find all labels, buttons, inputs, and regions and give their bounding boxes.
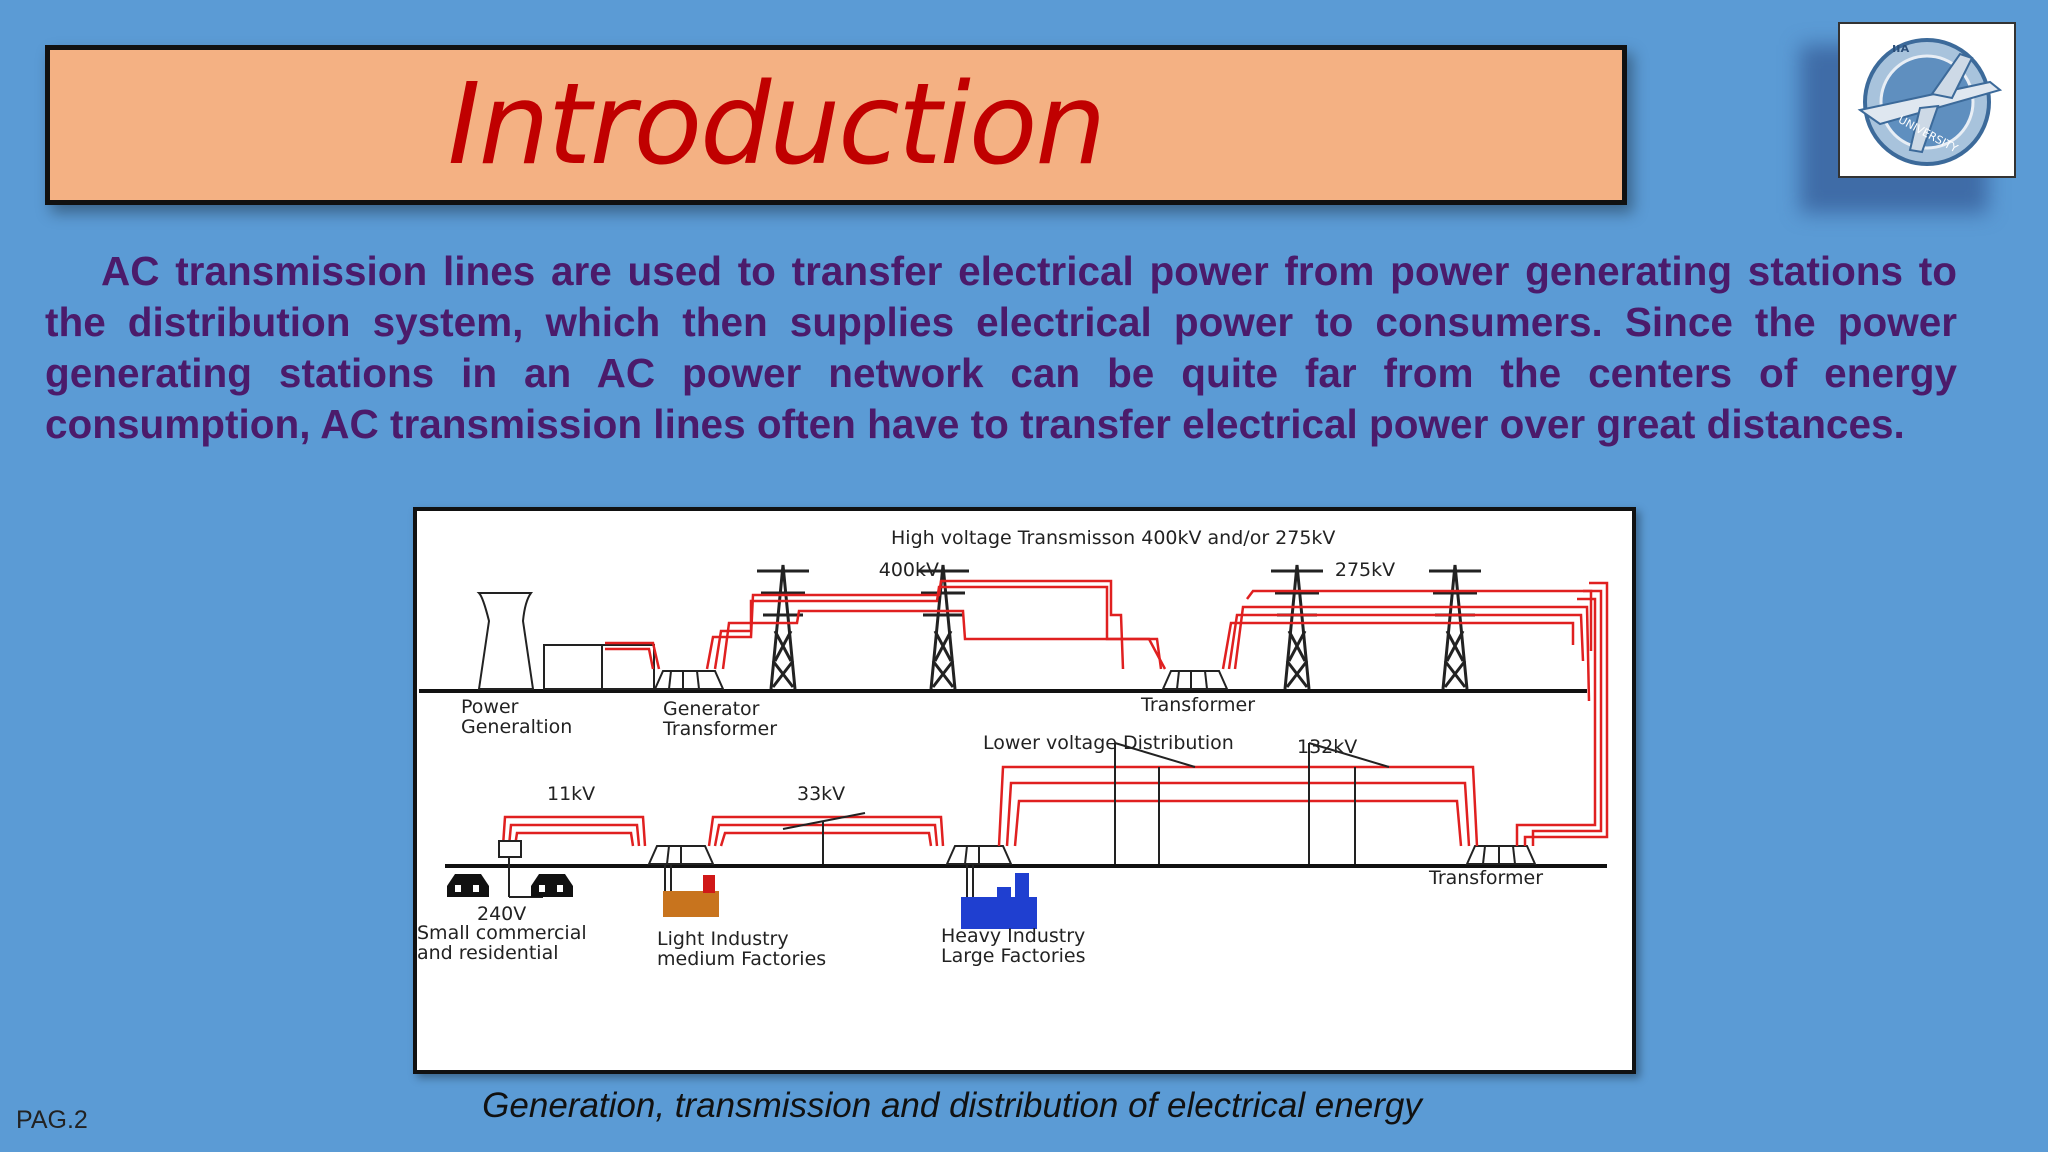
pylon-275kv-1-icon (1271, 564, 1323, 690)
pylon-275kv-2-icon (1429, 564, 1481, 690)
light-factory-icon (663, 864, 719, 917)
label-small-commercial-2: and residential (417, 942, 559, 964)
transformer-bottom-icon (1465, 845, 1537, 865)
label-small-commercial-1: Small commercial (417, 922, 587, 944)
label-power-gen-2: Generaltion (461, 716, 572, 738)
university-logo: ᴵᴵᴬ UNIVERSITY (1838, 22, 2016, 178)
transformer-top-icon (1161, 670, 1229, 690)
slide-title: Introduction (447, 60, 1107, 190)
pylon-400kv-2-icon (917, 564, 969, 690)
label-400kv: 400kV (879, 559, 939, 581)
generator-transformer-icon (653, 670, 725, 690)
substation-33kv-icon (945, 845, 1013, 865)
label-gen-transformer-1: Generator (663, 698, 760, 720)
distribution-poles-132kv (1114, 742, 1390, 864)
label-transformer-top: Transformer (1140, 694, 1255, 716)
label-33kv: 33kV (797, 783, 845, 805)
substation-11kv-icon (647, 845, 715, 865)
title-banner: Introduction (45, 45, 1627, 205)
power-system-diagram: High voltage Transmisson 400kV and/or 27… (413, 507, 1636, 1074)
label-light-industry-1: Light Industry (657, 928, 789, 950)
label-lower-distribution: Lower voltage Distribution (983, 732, 1234, 754)
label-gen-transformer-2: Transformer (662, 718, 777, 740)
university-airplane-logo-icon: ᴵᴵᴬ UNIVERSITY (1857, 38, 2003, 166)
label-light-industry-2: medium Factories (657, 948, 826, 970)
page-number: PAG.2 (16, 1106, 88, 1134)
label-275kv: 275kV (1335, 559, 1395, 581)
distribution-132kv-lines (997, 765, 1479, 847)
label-heavy-industry-1: Heavy Industry (941, 925, 1085, 947)
pole-33kv (782, 812, 866, 864)
diagram-svg: High voltage Transmisson 400kV and/or 27… (417, 527, 1609, 970)
intro-paragraph: AC transmission lines are used to transf… (45, 248, 1957, 447)
label-transformer-bottom: Transformer (1428, 867, 1543, 889)
figure-caption: Generation, transmission and distributio… (482, 1086, 1422, 1125)
power-station-icon (476, 592, 655, 690)
hv-transmission-lines (605, 579, 1609, 846)
distribution-11kv-33kv-lines (501, 815, 945, 847)
label-heavy-industry-2: Large Factories (941, 945, 1086, 967)
label-high-voltage: High voltage Transmisson 400kV and/or 27… (891, 527, 1335, 549)
label-11kv: 11kV (547, 783, 595, 805)
label-240v: 240V (477, 903, 526, 925)
pylon-400kv-1-icon (757, 564, 809, 690)
houses-icon (447, 840, 573, 898)
label-power-gen-1: Power (461, 696, 519, 718)
heavy-factory-icon (961, 864, 1037, 929)
label-132kv: 132kV (1297, 736, 1357, 758)
svg-text:ᴵᴵᴬ: ᴵᴵᴬ (1892, 42, 1909, 63)
